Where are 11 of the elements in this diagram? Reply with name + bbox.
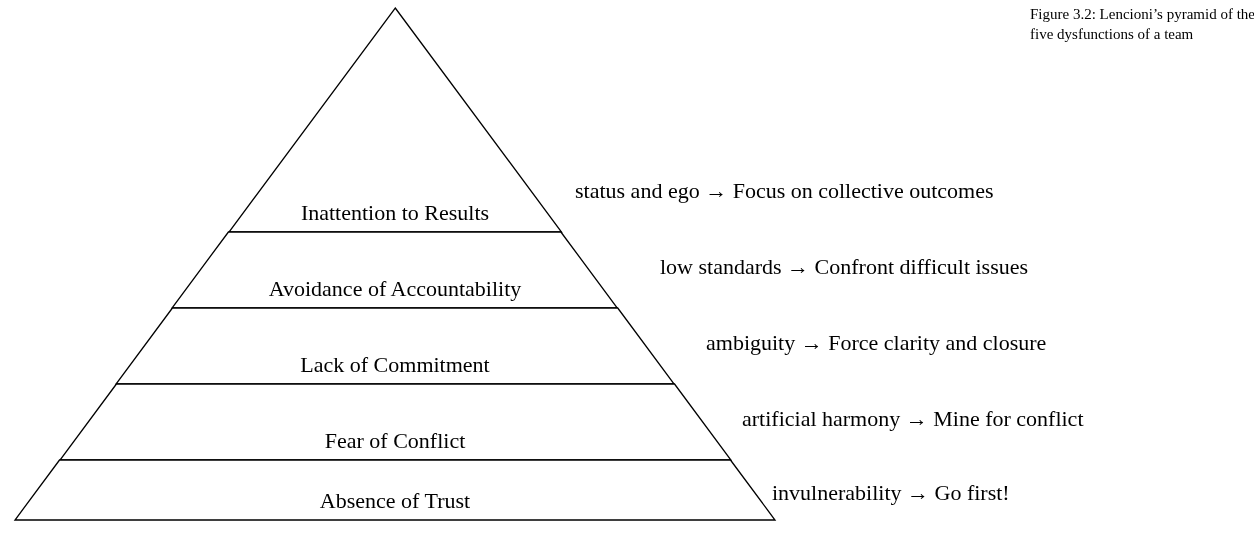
annotation-text: artificial harmony → Mine for conflict xyxy=(742,406,1084,432)
level-label: Inattention to Results xyxy=(299,200,491,226)
level-label: Lack of Commitment xyxy=(299,352,491,378)
annotation-text: low standards → Confront difficult issues xyxy=(660,254,1029,280)
level-label: Avoidance of Accountability xyxy=(267,276,523,302)
figure-caption: Figure 3.2: Lencioni’s pyramid of the five dysfunctions of a team xyxy=(1030,5,1254,44)
annotation-text: invulnerability → Go first! xyxy=(772,480,1010,506)
annotation-text: ambiguity → Force clarity and closure xyxy=(706,330,1047,356)
level-label: Absence of Trust xyxy=(318,488,472,514)
level-label: Fear of Conflict xyxy=(323,428,467,454)
annotation-text: status and ego → Focus on collective outcomes xyxy=(575,178,994,204)
